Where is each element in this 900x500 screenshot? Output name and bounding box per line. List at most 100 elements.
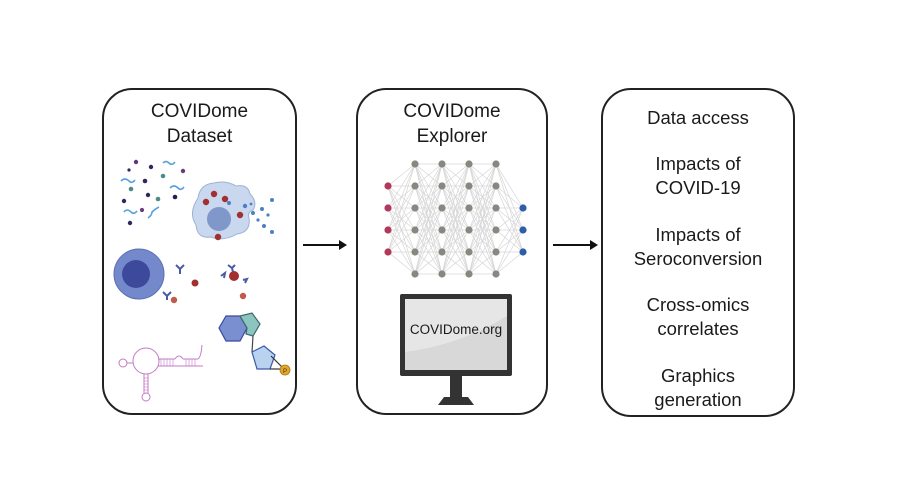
hidden-node xyxy=(492,182,500,190)
hidden-node xyxy=(411,248,419,256)
network-edge xyxy=(495,185,524,209)
feature-line: correlates xyxy=(657,318,739,339)
network-edge xyxy=(387,185,416,253)
features-panel: Data access Impacts of COVID-19 Impacts … xyxy=(601,88,795,417)
feature-data-access: Data access xyxy=(603,106,793,130)
hidden-node xyxy=(411,226,419,234)
network-edge xyxy=(495,163,524,209)
network-edge xyxy=(441,163,470,231)
hidden-node xyxy=(492,270,500,278)
network-edge xyxy=(414,207,443,275)
network-edge xyxy=(468,185,497,275)
hidden-node xyxy=(411,160,419,168)
network-edge xyxy=(414,163,443,253)
feature-line: Data access xyxy=(647,107,749,128)
hidden-node xyxy=(438,270,446,278)
network-edge xyxy=(495,251,524,275)
feature-line: Cross-omics xyxy=(646,294,750,315)
feature-line: COVID-19 xyxy=(655,177,741,198)
explorer-title-line-1: COVIDome xyxy=(403,101,501,122)
hidden-node xyxy=(411,182,419,190)
explorer-panel: COVIDome Explorer xyxy=(356,88,548,415)
input-node xyxy=(384,182,392,190)
input-node xyxy=(384,248,392,256)
hidden-node xyxy=(411,270,419,278)
dataset-title: COVIDome Dataset xyxy=(104,99,295,149)
feature-cross-omics: Cross-omics correlates xyxy=(603,293,793,341)
network-edge xyxy=(468,163,497,231)
feature-line: Impacts of xyxy=(655,224,741,245)
nucleotide-icon: P xyxy=(218,312,291,376)
feature-graphics-generation: Graphics generation xyxy=(603,364,793,412)
network-edge xyxy=(441,163,470,187)
feature-line: Seroconversion xyxy=(633,248,763,269)
hidden-node xyxy=(465,270,473,278)
explorer-title-line-2: Explorer xyxy=(416,126,488,147)
network-edge xyxy=(468,163,497,209)
rna-hairpin-icon xyxy=(118,344,203,402)
network-edge xyxy=(387,163,416,187)
output-node xyxy=(519,226,527,234)
network-edge xyxy=(414,163,443,187)
hidden-node xyxy=(438,160,446,168)
network-edge xyxy=(441,185,470,275)
network-edge xyxy=(495,207,524,275)
network-edge xyxy=(387,163,416,231)
hidden-node xyxy=(438,182,446,190)
network-edge xyxy=(441,229,470,275)
hidden-node xyxy=(465,182,473,190)
network-edge xyxy=(414,251,443,275)
feature-impacts-seroconversion: Impacts of Seroconversion xyxy=(603,223,793,271)
network-edge xyxy=(495,207,524,231)
feature-impacts-covid: Impacts of COVID-19 xyxy=(603,152,793,200)
b-cell-icon xyxy=(113,248,165,300)
dataset-title-line-2: Dataset xyxy=(166,126,233,147)
monitor-url-label: COVIDome.org xyxy=(409,322,503,337)
hidden-node xyxy=(438,204,446,212)
hidden-node xyxy=(492,204,500,212)
network-edge xyxy=(468,251,497,275)
svg-text:P: P xyxy=(283,369,287,375)
network-edge xyxy=(441,163,470,209)
molecules-icon xyxy=(120,159,186,226)
network-edge xyxy=(468,163,497,275)
hidden-node xyxy=(492,226,500,234)
network-edge xyxy=(441,163,470,253)
network-edge xyxy=(468,229,497,275)
hidden-node xyxy=(465,160,473,168)
hidden-node xyxy=(492,248,500,256)
network-edge xyxy=(387,229,416,253)
dataset-title-line-1: COVIDome xyxy=(150,101,249,122)
monitor-icon xyxy=(400,294,512,405)
arrow-right-icon xyxy=(553,240,598,250)
network-edge xyxy=(495,229,524,275)
network-nodes xyxy=(384,160,527,278)
network-edge xyxy=(414,163,443,209)
network-edge xyxy=(495,207,524,253)
network-edge xyxy=(441,163,470,275)
input-node xyxy=(384,226,392,234)
network-edge xyxy=(414,185,443,275)
hidden-node xyxy=(411,204,419,212)
network-edges xyxy=(387,163,524,275)
antibody-virus-icon xyxy=(162,264,249,304)
network-edge xyxy=(414,163,443,275)
hidden-node xyxy=(438,226,446,234)
network-edge xyxy=(441,207,470,275)
hidden-node xyxy=(438,248,446,256)
network-edge xyxy=(468,163,497,253)
network-edge xyxy=(468,163,497,187)
network-edge xyxy=(414,163,443,231)
hidden-node xyxy=(465,204,473,212)
network-edge xyxy=(387,251,416,275)
hidden-node xyxy=(492,160,500,168)
network-edge xyxy=(387,207,416,253)
output-node xyxy=(519,248,527,256)
feature-line: generation xyxy=(654,389,742,410)
hidden-node xyxy=(465,248,473,256)
network-edge xyxy=(387,163,416,253)
input-node xyxy=(384,204,392,212)
network-edge xyxy=(387,163,416,209)
network-edge xyxy=(468,207,497,275)
